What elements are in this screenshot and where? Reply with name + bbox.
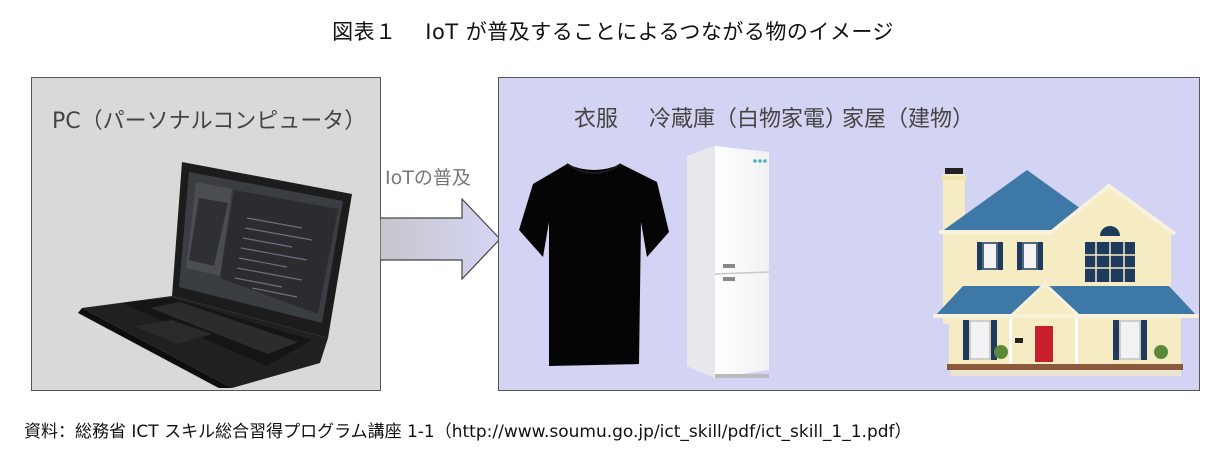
source-caption: 資料：総務省 ICT スキル総合習得プログラム講座 1-1（http://www… — [24, 422, 912, 442]
house-icon — [933, 168, 1199, 376]
refrigerator-label: 冷蔵庫（白物家電） — [649, 107, 848, 132]
pc-panel: PC（パーソナルコンピュータ） — [31, 77, 381, 391]
right-arrow-icon — [380, 198, 501, 280]
house-label: 家屋（建物） — [842, 107, 975, 132]
figure-title: 図表１ IoT が普及することによるつながる物のイメージ — [332, 20, 894, 44]
iot-spread-label: IoTの普及 — [385, 167, 471, 189]
clothing-label: 衣服 — [574, 107, 619, 132]
pc-label: PC（パーソナルコンピュータ） — [52, 109, 367, 134]
tshirt-icon — [519, 163, 669, 366]
connected-things-panel: 衣服 冷蔵庫（白物家電） 家屋（建物） — [498, 77, 1200, 391]
refrigerator-icon — [687, 146, 770, 378]
laptop-icon — [78, 162, 352, 388]
